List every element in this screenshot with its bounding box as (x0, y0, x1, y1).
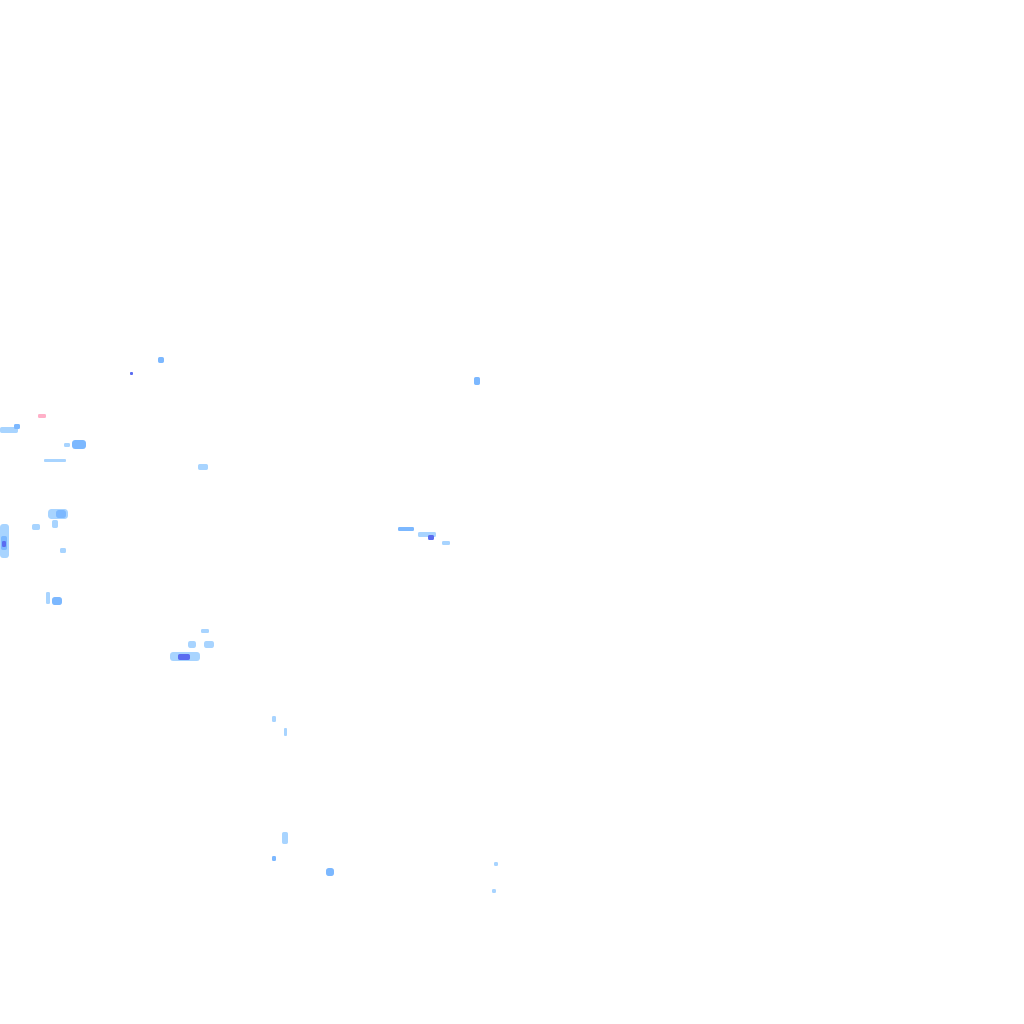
precip-echo-light (46, 592, 50, 604)
precip-echo-light (284, 728, 287, 736)
precip-echo-heavy (428, 535, 434, 540)
precip-echo-moderate (158, 357, 164, 363)
precip-echo-light (492, 889, 496, 893)
precip-echo-light (44, 459, 66, 462)
precip-echo-light (32, 524, 40, 530)
precip-echo-moderate (56, 510, 66, 518)
precip-echo-heavy (2, 541, 6, 547)
precip-echo-light (0, 427, 18, 433)
precip-echo-light (60, 548, 66, 553)
precip-echo-light (282, 832, 288, 844)
precip-echo-light (272, 716, 276, 722)
precip-echo-moderate (14, 424, 20, 429)
precip-echo-light (188, 641, 196, 648)
precip-echo-moderate (474, 377, 480, 385)
precip-echo-light (204, 641, 214, 648)
precip-echo-moderate (272, 856, 276, 861)
precip-echo-moderate (52, 597, 62, 605)
precip-echo-moderate (72, 440, 86, 449)
precip-echo-mixed (38, 414, 46, 418)
precip-echo-light (52, 520, 58, 528)
precip-echo-moderate (326, 868, 334, 876)
precip-echo-light (64, 443, 70, 447)
precip-echo-heavy (130, 372, 133, 375)
precip-echo-light (494, 862, 498, 866)
precip-echo-light (442, 541, 450, 545)
precip-echo-moderate (398, 527, 414, 531)
precip-echo-light (201, 629, 209, 633)
precip-echo-heavy (178, 654, 190, 660)
precip-echo-light (198, 464, 208, 470)
